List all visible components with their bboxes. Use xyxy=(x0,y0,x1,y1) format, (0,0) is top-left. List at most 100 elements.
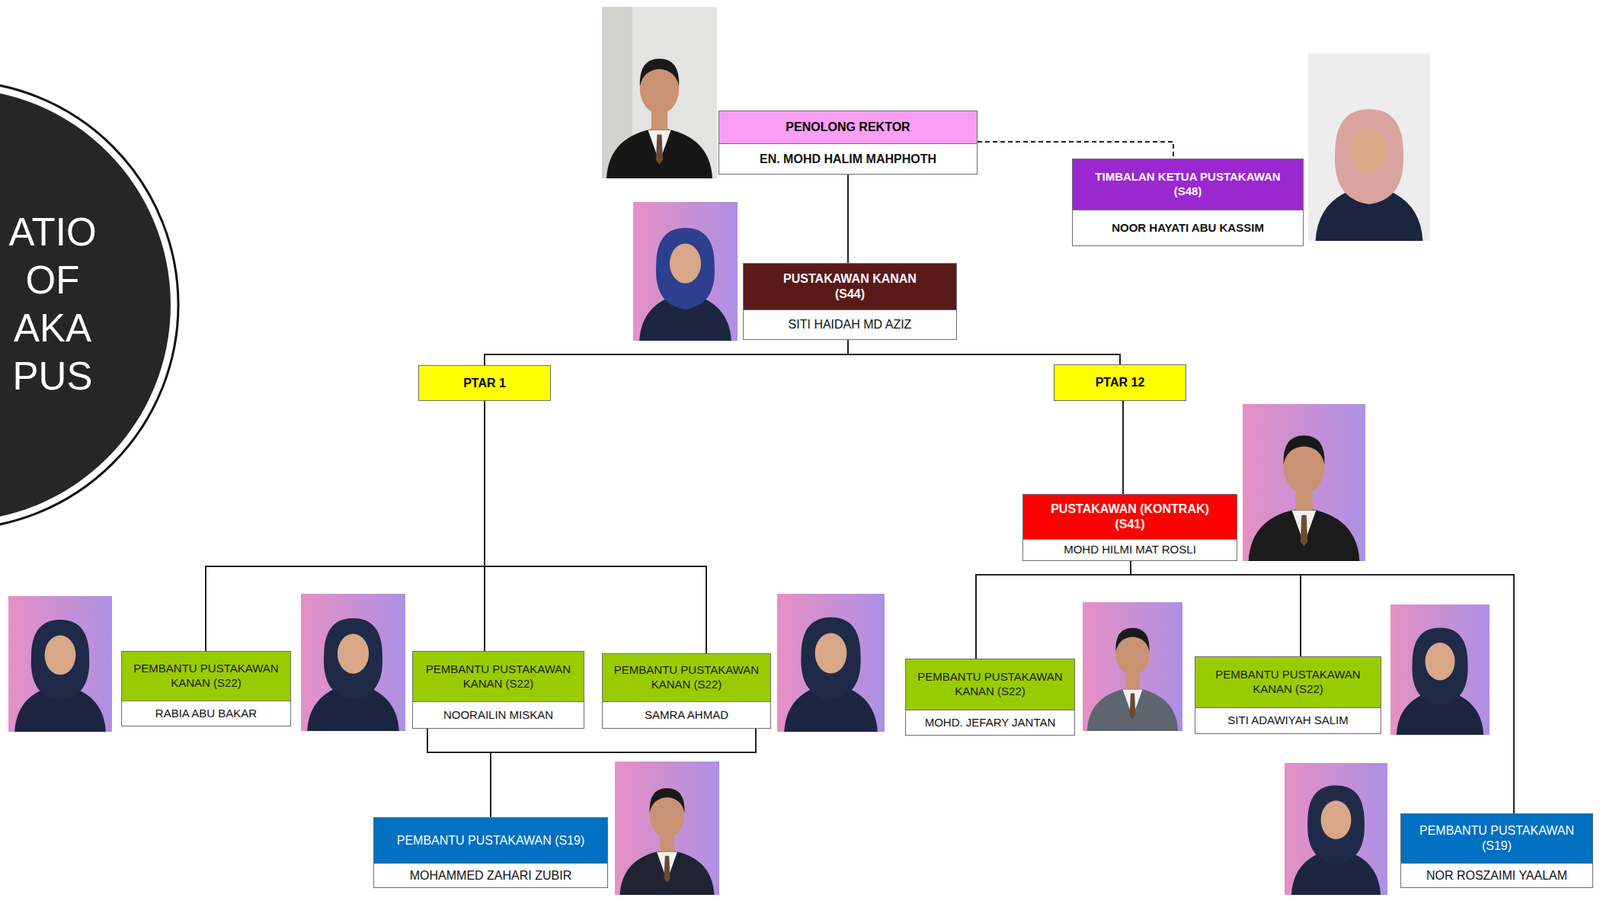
role-box: PEMBANTU PUSTAKAWAN KANAN (S22) SITI ADAW… xyxy=(1194,656,1382,734)
role-title-text: PEMBANTU PUSTAKAWAN KANAN (S22) xyxy=(608,662,765,692)
role-title: PEMBANTU PUSTAKAWAN KANAN (S22) xyxy=(121,650,292,701)
person-name-text: NOOR HAYATI ABU KASSIM xyxy=(1111,220,1264,236)
photo-ground xyxy=(1308,53,1431,241)
connector xyxy=(848,339,1120,365)
role-title-text: PEMBANTU PUSTAKAWAN KANAN (S22) xyxy=(912,669,1069,699)
title-circle: ATIO OF AKA PUS xyxy=(0,79,180,531)
role-title: PTAR 1 xyxy=(418,364,551,401)
person-name-text: RABIA ABU BAKAR xyxy=(155,706,257,721)
person-name: MOHD HILMI MAT ROSLI xyxy=(1022,539,1238,561)
circle-ring xyxy=(0,80,179,529)
portrait-photo xyxy=(1390,604,1490,735)
person-figure xyxy=(1248,435,1360,561)
photo-ground xyxy=(633,201,738,341)
person-name: MOHAMMED ZAHARI ZUBIR xyxy=(373,863,608,888)
person-name-text: MOHAMMED ZAHARI ZUBIR xyxy=(409,867,572,884)
portrait-photo xyxy=(1082,601,1183,731)
portrait-photo xyxy=(777,593,885,732)
connector xyxy=(205,400,485,651)
person-figure xyxy=(606,58,713,179)
role-title-text: TIMBALAN KETUA PUSTAKAWAN (S48) xyxy=(1084,169,1291,199)
portrait-photo xyxy=(1308,53,1431,241)
role-box: PTAR 1 xyxy=(418,364,551,401)
role-title-text: PUSTAKAWAN KANAN (S44) xyxy=(774,271,927,302)
role-box: PTAR 12 xyxy=(1053,364,1187,401)
role-title-text: PENOLONG REKTOR xyxy=(785,119,910,135)
photo-ground xyxy=(601,6,717,179)
role-title-text: PEMBANTU PUSTAKAWAN (S19) xyxy=(1407,822,1587,854)
role-title: TIMBALAN KETUA PUSTAKAWAN (S48) xyxy=(1072,158,1304,211)
role-title-text: PTAR 1 xyxy=(463,375,506,391)
photo-ground xyxy=(614,761,720,895)
photo-ground xyxy=(777,593,885,732)
person-name-text: EN. MOHD HALIM MAHPHOTH xyxy=(759,151,937,167)
connector xyxy=(1130,560,1514,813)
portrait-photo xyxy=(601,6,717,179)
role-box: PEMBANTU PUSTAKAWAN (S19) NOR ROSZAIMI YA… xyxy=(1400,812,1594,888)
role-title-text: PEMBANTU PUSTAKAWAN KANAN (S22) xyxy=(419,662,578,692)
role-title: PEMBANTU PUSTAKAWAN KANAN (S22) xyxy=(601,652,772,702)
role-box: PEMBANTU PUSTAKAWAN KANAN (S22) RABIA ABU… xyxy=(121,650,292,727)
role-title: PEMBANTU PUSTAKAWAN KANAN (S22) xyxy=(1194,656,1382,708)
person-figure xyxy=(307,617,400,731)
role-box: TIMBALAN KETUA PUSTAKAWAN (S48) NOOR HAYA… xyxy=(1072,158,1304,247)
role-title-text: PEMBANTU PUSTAKAWAN KANAN (S22) xyxy=(1201,667,1375,697)
connector xyxy=(484,339,848,365)
connector xyxy=(847,174,849,263)
portrait-photo xyxy=(633,201,738,341)
portrait-photo xyxy=(614,761,720,895)
photo-ground xyxy=(8,595,112,732)
person-name: NOR ROSZAIMI YAALAM xyxy=(1400,863,1594,888)
role-title: PENOLONG REKTOR xyxy=(718,110,978,144)
photo-ground xyxy=(1242,403,1366,561)
connector xyxy=(490,728,756,817)
role-title-text: PEMBANTU PUSTAKAWAN (S19) xyxy=(396,832,586,848)
role-title-text: PEMBANTU PUSTAKAWAN KANAN (S22) xyxy=(128,661,285,691)
portrait-photo xyxy=(8,595,112,732)
person-name: SAMRA AHMAD xyxy=(601,701,772,729)
dashed-connector xyxy=(977,141,1174,159)
role-title: PEMBANTU PUSTAKAWAN KANAN (S22) xyxy=(905,658,1076,711)
person-name: EN. MOHD HALIM MAHPHOTH xyxy=(718,144,978,175)
photo-ground xyxy=(300,593,406,731)
person-name-text: SAMRA AHMAD xyxy=(644,707,729,723)
person-figure xyxy=(784,617,878,732)
person-name: SITI HAIDAH MD AZIZ xyxy=(742,310,957,340)
role-box: PENOLONG REKTOR EN. MOHD HALIM MAHPHOTH xyxy=(718,110,978,175)
person-name-text: MOHD. JEFARY JANTAN xyxy=(924,715,1056,730)
role-box: PUSTAKAWAN (KONTRAK) (S41) MOHD HILMI MAT… xyxy=(1022,493,1238,561)
person-name-text: NOORAILIN MISKAN xyxy=(443,707,554,723)
circle-text-area: ATIO OF AKA PUS xyxy=(3,208,103,400)
role-title: PUSTAKAWAN (KONTRAK) (S41) xyxy=(1022,493,1238,540)
person-figure xyxy=(639,227,732,341)
role-title: PUSTAKAWAN KANAN (S44) xyxy=(742,262,957,311)
person-name-text: SITI HAIDAH MD AZIZ xyxy=(788,316,912,333)
role-box: PEMBANTU PUSTAKAWAN (S19) MOHAMMED ZAHARI… xyxy=(373,816,608,888)
circle-disk xyxy=(0,88,171,522)
role-title: PEMBANTU PUSTAKAWAN (S19) xyxy=(373,816,608,864)
person-name: MOHD. JEFARY JANTAN xyxy=(905,710,1076,736)
photo-ground xyxy=(1284,762,1388,895)
person-name: SITI ADAWIYAH SALIM xyxy=(1194,707,1382,734)
role-title: PTAR 12 xyxy=(1053,364,1187,401)
person-figure xyxy=(620,787,715,895)
person-name: RABIA ABU BAKAR xyxy=(121,700,292,727)
connector xyxy=(976,560,1131,659)
person-name: NOORAILIN MISKAN xyxy=(412,701,585,729)
person-name-text: SITI ADAWIYAH SALIM xyxy=(1227,713,1348,728)
person-figure xyxy=(1396,627,1484,735)
person-figure xyxy=(1291,784,1381,895)
person-figure xyxy=(1087,627,1179,731)
circle-text: ATIO OF AKA PUS xyxy=(3,208,103,400)
person-figure xyxy=(1315,108,1424,241)
role-title-text: PUSTAKAWAN (KONTRAK) (S41) xyxy=(1042,501,1218,532)
portrait-photo xyxy=(300,593,406,731)
photo-ground xyxy=(1390,604,1490,735)
role-box: PEMBANTU PUSTAKAWAN KANAN (S22) SAMRA AHM… xyxy=(601,652,772,729)
connector xyxy=(484,400,707,653)
circle-shape xyxy=(0,79,180,531)
person-figure xyxy=(14,619,106,732)
connector xyxy=(427,728,491,817)
